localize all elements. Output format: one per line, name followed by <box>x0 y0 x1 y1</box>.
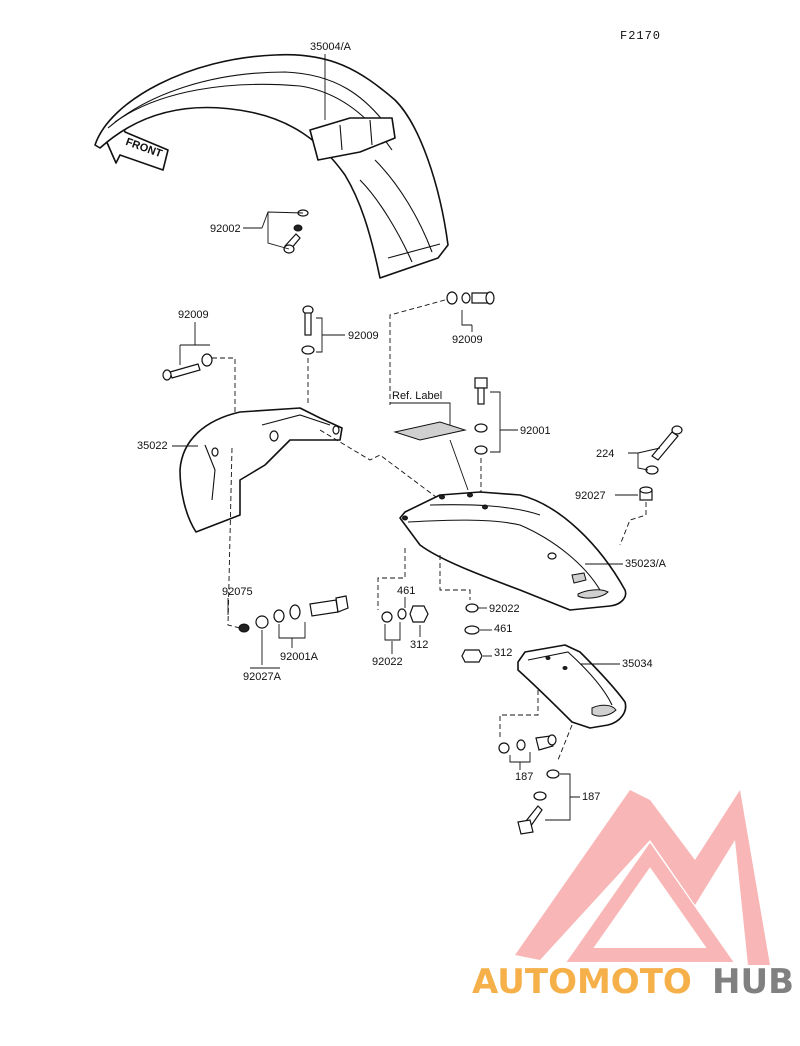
label-nut-312-right: 312 <box>494 647 512 659</box>
label-washer-187-left: 187 <box>515 771 533 783</box>
label-washer-461-right: 461 <box>494 623 512 635</box>
label-washer-187-right: 187 <box>582 791 600 803</box>
bolt-92001-hardware <box>474 377 488 455</box>
center-lower-hardware <box>381 605 429 623</box>
label-bolt-92001a: 92001A <box>280 651 319 663</box>
bolt-92009-center-hardware <box>301 305 315 355</box>
ref-label-text: Ref. Label <box>392 390 442 402</box>
label-front-flap: 35022 <box>137 440 168 452</box>
label-bolt-92009-right: 92009 <box>452 334 483 346</box>
diagram-code: F2170 <box>620 29 661 43</box>
label-bolt-92009-left: 92009 <box>178 309 209 321</box>
label-washer-461-left: 461 <box>397 585 415 597</box>
washer-187-right-hardware <box>517 769 560 835</box>
bolt-92009-left-hardware <box>162 353 213 381</box>
label-rivet-224: 224 <box>596 448 614 460</box>
left-lower-hardware <box>238 595 349 633</box>
automotohub-logo <box>515 790 770 965</box>
license-holder-part <box>517 644 627 729</box>
bolt-92002-hardware <box>283 209 309 254</box>
front-flap-part <box>179 407 343 533</box>
rivet-224-hardware <box>645 425 683 475</box>
rear-fender-part <box>399 491 627 611</box>
label-spacer-92075: 92075 <box>222 586 253 598</box>
collar-92027-hardware <box>639 486 653 501</box>
label-front-fender: 35004/A <box>310 41 352 53</box>
ref-label-sticker <box>393 421 467 441</box>
label-bolt-92001: 92001 <box>520 425 551 437</box>
label-nut-312-left: 312 <box>410 639 428 651</box>
label-washer-92022-right: 92022 <box>489 603 520 615</box>
label-bolt-92002: 92002 <box>210 223 241 235</box>
logo-text-hub: HUB <box>712 962 794 1002</box>
label-bolt-92009-center: 92009 <box>348 330 379 342</box>
logo-text-auto: AUTOMOTO <box>472 962 692 1002</box>
label-washer-92022-left: 92022 <box>372 656 403 668</box>
label-collar-92027a: 92027A <box>243 671 282 683</box>
washer-187-left-hardware <box>498 734 557 754</box>
label-collar-92027: 92027 <box>575 490 606 502</box>
right-vertical-hardware <box>461 603 483 663</box>
bolt-92009-right-hardware <box>446 291 495 305</box>
label-rear-fender: 35023/A <box>625 558 667 570</box>
label-license-holder: 35034 <box>622 658 653 670</box>
front-fender-part <box>94 53 449 279</box>
